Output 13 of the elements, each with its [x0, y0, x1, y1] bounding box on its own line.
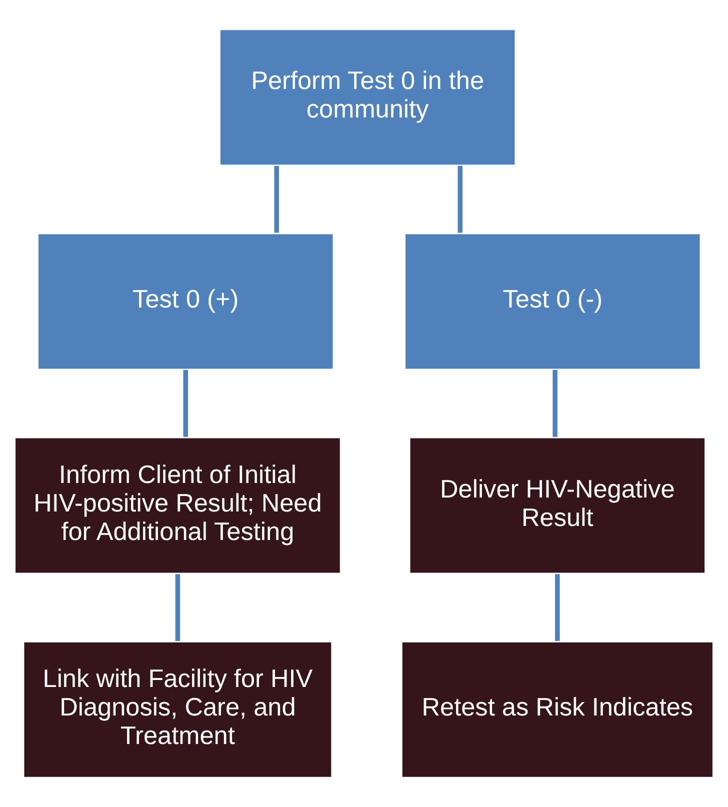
node-box: Link with Facility for HIV Diagnosis, Care, and Treatment	[22, 640, 333, 778]
connector	[175, 574, 180, 641]
node-box: Test 0 (+)	[36, 232, 334, 370]
connector	[183, 370, 188, 437]
connector	[458, 166, 462, 233]
connector	[555, 574, 560, 641]
connector	[552, 370, 558, 437]
node-box: Retest as Risk Indicates	[400, 640, 714, 778]
connector	[274, 166, 279, 233]
node-box: Deliver HIV-Negative Result	[408, 436, 706, 574]
node-box: Perform Test 0 in the community	[218, 28, 516, 166]
node-box: Test 0 (-)	[404, 232, 702, 370]
node-box: Inform Client of Initial HIV-positive Result; Need for Additional Testing	[14, 436, 342, 574]
